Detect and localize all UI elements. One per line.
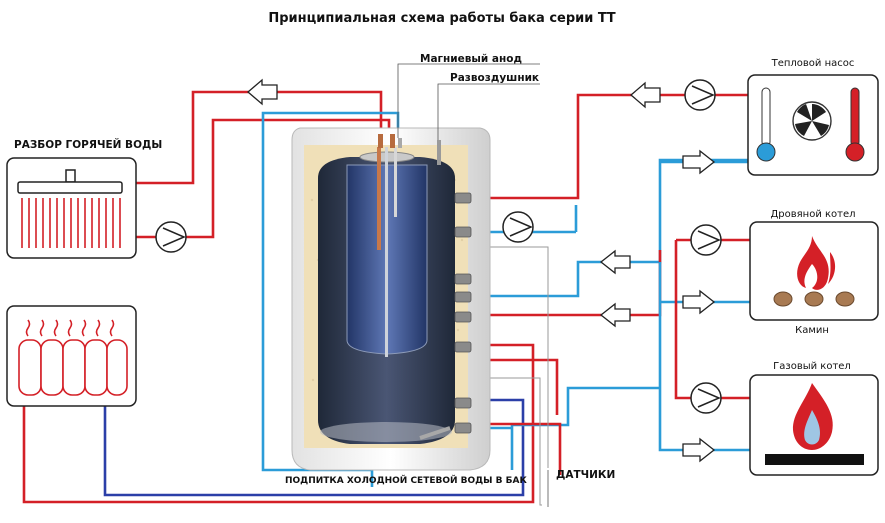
gas-boiler-label: Газовый котел (773, 361, 851, 372)
logs-icon (773, 291, 855, 307)
pump-icon (502, 211, 534, 243)
fan-icon (792, 101, 832, 141)
wood-boiler-label: Дровяной котел (770, 209, 855, 220)
gas-burner (765, 454, 864, 465)
anode-label: Магниевый анод (420, 53, 522, 65)
flow-arrows (247, 78, 716, 463)
gas-flame-icon (792, 383, 833, 450)
tank-nozzles (454, 192, 472, 434)
hot-water-return-pipe (136, 118, 391, 239)
heat-pump-supply-pipe (470, 93, 748, 200)
arrow-icon (630, 81, 661, 109)
sensors-label: ДАТЧИКИ (556, 469, 615, 481)
radiator-box (6, 305, 137, 407)
flame-icon (797, 236, 836, 290)
radiator-icon (18, 319, 128, 396)
pump-icon (690, 382, 722, 414)
arrow-icon (682, 149, 716, 175)
pump-icon (690, 224, 722, 256)
hot-water-pipe (136, 90, 383, 185)
gas-boiler-box (749, 374, 879, 476)
arrow-icon (682, 437, 716, 463)
hot-water-label: РАЗБОР ГОРЯЧЕЙ ВОДЫ (14, 138, 162, 151)
heat-pump-box (747, 74, 879, 176)
arrow-icon (682, 289, 716, 315)
shower-icon (17, 169, 123, 248)
cold-feed-label: ПОДПИТКА ХОЛОДНОЙ СЕТЕВОЙ ВОДЫ В БАК (285, 474, 527, 486)
thermometer-hot-icon (845, 87, 865, 162)
diagram-title: Принципиальная схема работы бака серии Т… (268, 11, 615, 26)
pumps (155, 79, 722, 414)
fireplace-label: Камин (795, 325, 829, 336)
wood-boiler-box (749, 221, 879, 321)
radiator-supply-pipe (22, 343, 535, 504)
radiator-return-pipe (103, 398, 525, 497)
tank (291, 127, 491, 471)
air-vent (437, 140, 441, 165)
arrow-icon (599, 302, 631, 328)
pump-icon (155, 221, 187, 253)
arrow-icon (599, 249, 631, 275)
pump-icon (684, 79, 716, 111)
sensor-wires (483, 246, 549, 506)
magnesium-anode (377, 147, 381, 250)
air-vent-label: Развоздушник (450, 72, 539, 84)
thermometer-cold-icon (756, 87, 776, 162)
shower-box (6, 157, 137, 259)
arrow-icon (247, 78, 278, 106)
heat-pump-label: Тепловой насос (771, 58, 855, 69)
sensor-pipe (470, 358, 562, 475)
